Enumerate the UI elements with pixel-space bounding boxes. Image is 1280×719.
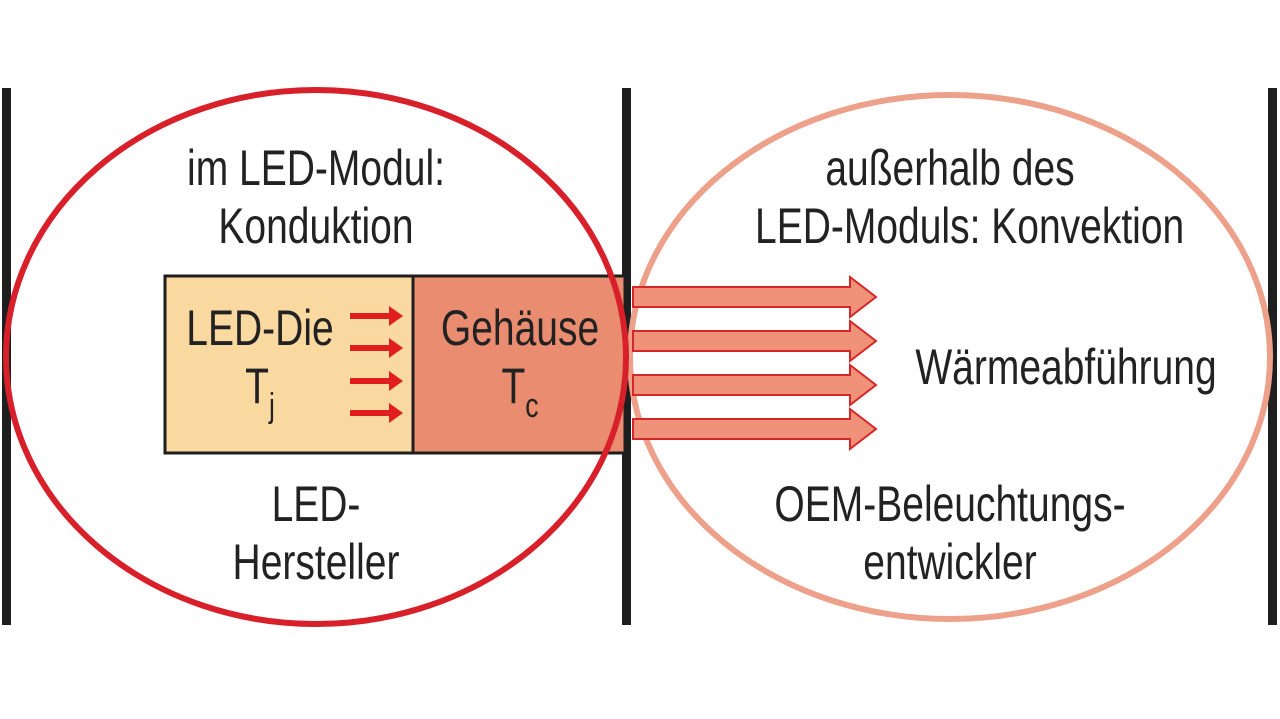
junction-temp-symbol: T: [245, 357, 269, 414]
conduction-heading-line1: im LED-Modul:: [187, 140, 445, 196]
convection-heading-line1: außerhalb des: [825, 140, 1075, 196]
led-manufacturer-line2: Hersteller: [232, 533, 400, 590]
oem-developer-line1: OEM-Beleuchtungs-: [774, 476, 1126, 532]
heat-arrow-2: [632, 318, 878, 364]
case-temperature: Tc: [437, 357, 602, 425]
conduction-arrow-3: [350, 371, 403, 391]
led-manufacturer-label: LED- Hersteller: [199, 476, 433, 591]
case-temp-subscript: c: [525, 386, 539, 425]
heat-dissipation-arrows: [632, 274, 878, 452]
conduction-heading: im LED-Modul: Konduktion: [160, 140, 472, 255]
convection-heading-line2: LED-Moduls: Konvektion: [755, 197, 1185, 254]
junction-temp-subscript: j: [268, 386, 275, 425]
junction-temperature: Tj: [182, 357, 338, 425]
oem-developer-label: OEM-Beleuchtungs- entwickler: [755, 476, 1145, 591]
heat-dissipation-label: Wärmeabführung: [910, 339, 1222, 397]
conduction-ellipse: [3, 87, 629, 627]
oem-developer-line2: entwickler: [863, 533, 1037, 590]
conduction-arrows: [350, 306, 403, 423]
housing-title: Gehäuse: [440, 300, 600, 356]
led-manufacturer-line1: LED-: [271, 476, 361, 532]
led-die-label: LED-Die Tj: [182, 300, 338, 425]
convection-heading: außerhalb des LED-Moduls: Konvektion: [755, 140, 1185, 255]
conduction-arrow-4: [350, 403, 403, 423]
housing-label: Gehäuse Tc: [437, 300, 602, 425]
conduction-arrow-2: [350, 338, 403, 358]
heat-arrow-3: [632, 362, 878, 408]
heat-arrow-4: [632, 406, 878, 452]
conduction-arrow-1: [350, 306, 403, 326]
heat-arrow-1: [632, 274, 878, 320]
conduction-heading-line2: Konduktion: [218, 197, 414, 254]
led-die-title: LED-Die: [186, 300, 334, 356]
heat-dissipation-text: Wärmeabführung: [915, 339, 1217, 395]
convection-ellipse: [627, 92, 1273, 622]
led-die-box: [163, 274, 415, 455]
case-temp-symbol: T: [501, 357, 526, 414]
